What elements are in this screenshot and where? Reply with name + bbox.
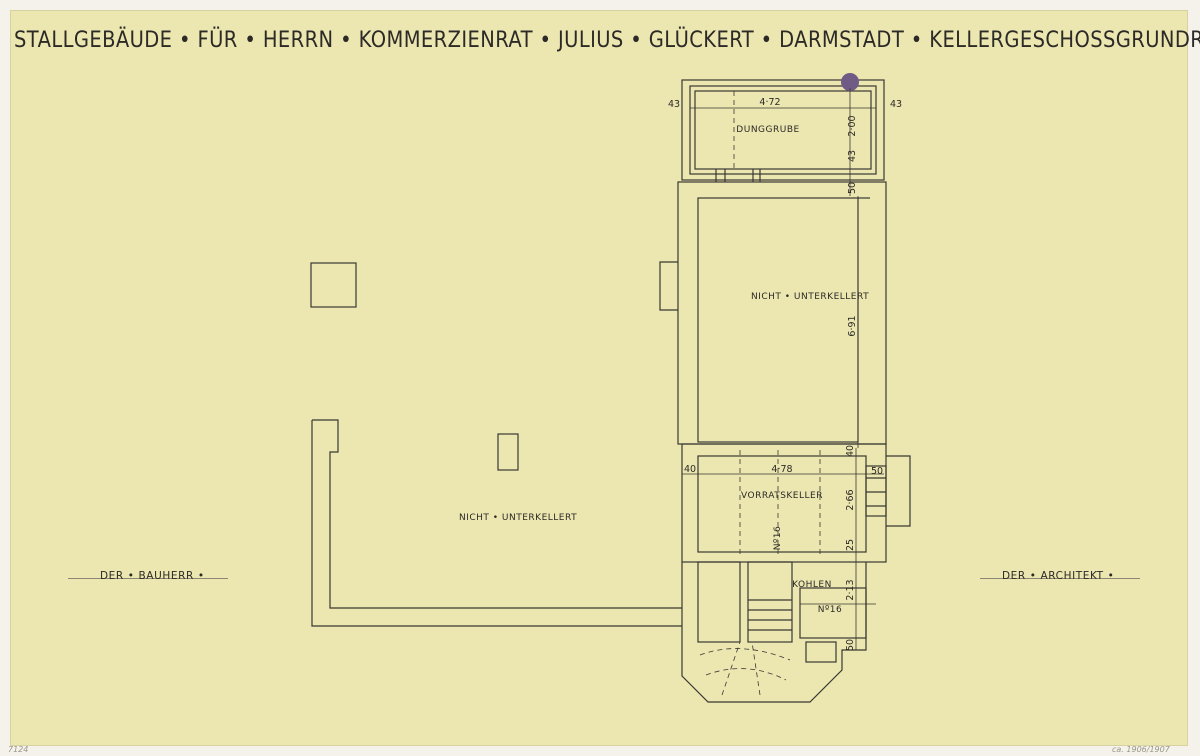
dim-25: 25 <box>845 539 856 551</box>
dim-200: 2·00 <box>847 115 858 136</box>
inventory-number: 7124 <box>8 745 29 754</box>
upper-block-outline <box>659 181 887 445</box>
dimension-lines <box>682 88 884 650</box>
dim-213: 2·13 <box>845 579 856 600</box>
dim-43-right: 43 <box>890 99 902 110</box>
dim-43-mid: 43 <box>847 150 858 162</box>
dim-40-left: 40 <box>684 464 696 475</box>
number-label-horizontal: Nº16 <box>818 605 842 615</box>
vorratskeller-label: VORRATSKELLER <box>741 491 823 501</box>
number-label-vertical: Nº16 <box>773 526 783 550</box>
dim-691: 6·91 <box>847 315 858 336</box>
drawing-title: STALLGEBÄUDE • FÜR • HERRN • KOMMERZIENR… <box>14 26 1200 53</box>
kohlen-stair-outline <box>681 561 867 703</box>
dim-472: 4·72 <box>759 97 780 108</box>
dim-40-top: 40 <box>845 445 856 457</box>
dim-266: 2·66 <box>845 489 856 510</box>
dim-478: 4·78 <box>771 464 792 475</box>
upper-unbasemented-label: NICHT • UNTERKELLERT <box>751 292 869 302</box>
kohlen-label: KOHLEN <box>792 580 832 590</box>
dim-50-right: 50 <box>871 466 883 477</box>
dim-50-top: 50 <box>847 182 858 194</box>
dunggrube-label: DUNGGRUBE <box>736 125 799 135</box>
architekt-signature-line <box>980 578 1140 579</box>
dim-43-left: 43 <box>668 99 680 110</box>
left-area-outline <box>310 262 682 627</box>
ink-mark <box>841 73 859 91</box>
bauherr-signature-line <box>68 578 228 579</box>
date-note: ca. 1906/1907 <box>1112 745 1170 754</box>
dunggrube-outline <box>681 79 885 182</box>
lower-unbasemented-label: NICHT • UNTERKELLERT <box>459 513 577 523</box>
bauherr-signature-label: DER • BAUHERR • <box>100 570 205 582</box>
architekt-signature-label: DER • ARCHITEKT • <box>1002 570 1115 582</box>
drawing-sheet <box>10 10 1188 746</box>
vorratskeller-outline <box>681 443 911 563</box>
dim-50-bottom: 50 <box>845 639 856 651</box>
